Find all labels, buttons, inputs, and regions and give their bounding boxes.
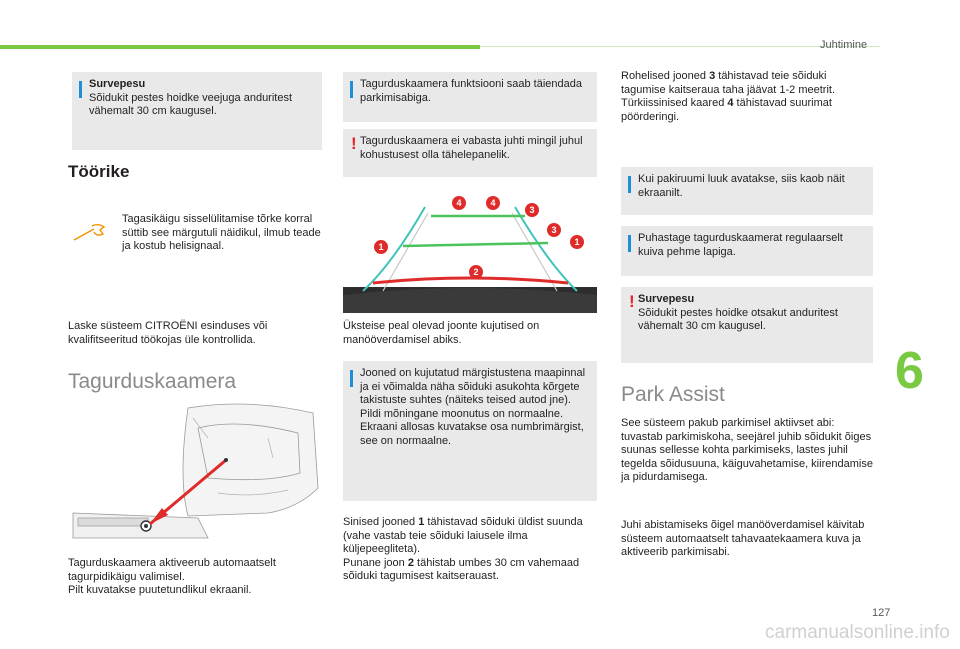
- marker-3-mid: [547, 223, 561, 237]
- exclamation-icon: !: [629, 292, 635, 311]
- marker-4-left: [452, 196, 466, 210]
- marker-3-top: [525, 203, 539, 217]
- header-accent-bar: [0, 45, 480, 49]
- service-text: Laske süsteem CITROËNI esinduses või kva…: [68, 320, 268, 346]
- warning-box-pressure-wash-2: ! Survepesu Sõidukit pestes hoidke otsak…: [621, 287, 873, 363]
- info-box-lines: Jooned on kujutatud märgistustena maapin…: [343, 361, 597, 501]
- info-text: Puhastage tagurduskaamerat regulaarselt …: [638, 232, 843, 258]
- warning-text: Tagurduskaamera ei vabasta juhti mingil …: [360, 135, 583, 161]
- marker-ref: 2: [407, 556, 414, 569]
- green-lines-text: Rohelised jooned 3 tähistavad teie sõidu…: [621, 70, 871, 124]
- warning-text: Sõidukit pestes hoidke otsakut andurites…: [638, 306, 838, 333]
- header-thin-line: [480, 46, 880, 47]
- info-text: Jooned on kujutatud märgistustena maapin…: [360, 367, 586, 447]
- lines-description: Sinised jooned 1 tähistavad sõiduki üldi…: [343, 516, 597, 584]
- info-box-cleaning: Puhastage tagurduskaamerat regulaarselt …: [621, 226, 873, 276]
- camera-view-diagram: 4 4 3 3 1 1 2: [343, 183, 597, 313]
- warning-box-pressure-wash: Survepesu Sõidukit pestes hoidke veejuga…: [72, 72, 322, 150]
- park-assist-heading: Park Assist: [621, 383, 725, 406]
- marker-ref: 3: [709, 70, 716, 82]
- warning-title: Survepesu: [638, 293, 695, 305]
- warning-text: Sõidukit pestes hoidke veejuga andurites…: [89, 91, 293, 118]
- info-box-boot-open: Kui pakiruumi luuk avatakse, siis kaob n…: [621, 167, 873, 215]
- exclamation-icon: !: [351, 134, 357, 153]
- marker-2: [469, 265, 483, 279]
- info-icon: [79, 81, 82, 98]
- marker-label: 3: [529, 205, 534, 215]
- marker-label: 2: [473, 267, 478, 277]
- text-span: Rohelised jooned: [621, 70, 710, 82]
- page-number: 127: [872, 607, 891, 619]
- camera-text: Tagurduskaamera aktiveerub automaatselt …: [68, 557, 276, 596]
- marker-label: 4: [456, 198, 461, 208]
- info-icon: [350, 81, 353, 98]
- diagram-caption: Üksteise peal olevad joonte kujutised on…: [343, 320, 540, 346]
- text-span: Sinised jooned: [343, 516, 419, 528]
- marker-label: 1: [378, 242, 383, 252]
- marker-1-right: [570, 235, 584, 249]
- marker-ref: 4: [727, 97, 734, 109]
- chapter-number: 6: [895, 342, 924, 400]
- info-text: Tagurduskaamera funktsiooni saab täienda…: [360, 78, 582, 104]
- warning-title: Survepesu: [89, 78, 146, 90]
- info-icon: [628, 235, 631, 252]
- marker-label: 3: [551, 225, 556, 235]
- camera-heading: Tagurduskaamera: [68, 370, 237, 393]
- marker-4-right: [486, 196, 500, 210]
- park-assist-text-1: See süsteem pakub parkimisel aktiivset a…: [621, 417, 873, 483]
- wrench-icon: [73, 224, 106, 241]
- marker-label: 4: [490, 198, 495, 208]
- rear-car-illustration: [72, 403, 319, 539]
- info-icon: [628, 176, 631, 193]
- park-assist-text-2: Juhi abistamiseks õigel manööverdamisel …: [621, 519, 865, 558]
- marker-1-left: [374, 240, 388, 254]
- info-box-parking-aid: Tagurduskaamera funktsiooni saab täienda…: [343, 72, 597, 122]
- marker-label: 1: [574, 237, 579, 247]
- text-span: tähistavad sõiduki üldist suunda (vahe v…: [343, 516, 583, 555]
- text-span: Punane joon: [343, 556, 408, 569]
- warning-box-attention: ! Tagurduskaamera ei vabasta juhti mingi…: [343, 129, 597, 177]
- text-span: tähistavad teie sõiduki tagumise kaitser…: [621, 70, 836, 109]
- marker-ref: 1: [418, 516, 425, 528]
- section-title: Juhtimine: [820, 39, 868, 51]
- info-text: Kui pakiruumi luuk avatakse, siis kaob n…: [638, 173, 845, 199]
- fault-text: Tagasikäigu sisselülitamise tõrke korral…: [122, 213, 321, 252]
- fault-heading: Töörike: [68, 162, 130, 181]
- watermark[interactable]: carmanualsonline.info: [765, 622, 950, 643]
- text-span: tähistavad suurimat pöörderingi.: [621, 97, 832, 123]
- text-span: tähistab umbes 30 cm vahemaad sõiduki ta…: [343, 556, 580, 583]
- info-icon: [350, 370, 353, 387]
